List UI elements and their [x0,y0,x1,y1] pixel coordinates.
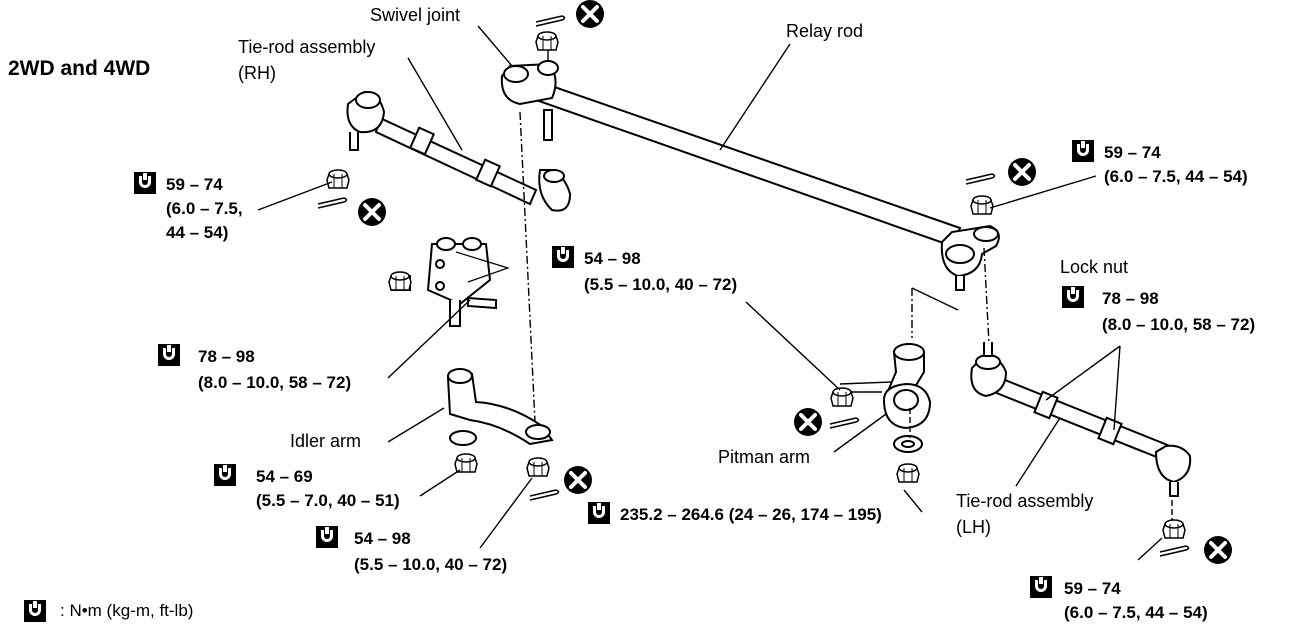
cotter-pin-icon [829,417,860,429]
label-tie-rod-rh: Tie-rod assembly [238,37,376,57]
nut-icon [830,387,854,407]
label-pitman-arm: Pitman arm [718,447,811,467]
torque-center-values: (5.5 – 10.0, 40 – 72) [584,275,738,294]
torque-pitman: 235.2 – 264.6 (24 – 26, 174 – 195) [620,505,882,524]
label-tie-rod-lh-side: (LH) [956,517,991,537]
do-not-reuse-icon [356,196,388,228]
legend-units: : N•m (kg-m, ft-lb) [60,601,194,620]
label-tie-rod-lh: Tie-rod assembly [956,491,1094,511]
torque-idler-lower-values: (5.5 – 10.0, 40 – 72) [354,555,508,574]
tie-rod-rh [346,90,538,206]
nut-icon [896,463,920,483]
torque-wrench-icon [588,502,610,524]
torque-lh-outer-values: (6.0 – 7.5, 44 – 54) [1064,603,1208,622]
cotter-pin-icon [317,197,348,209]
torque-wrench-icon [552,246,574,268]
idler-arm [446,368,554,446]
nut-icon [388,271,412,291]
torque-wrench-icon [134,172,156,194]
torque-wrench-icon [214,464,236,486]
swivel-joint [500,60,572,212]
torque-idler-lower-nm: 54 – 98 [354,529,411,548]
torque-rh-outer-ftlb: 44 – 54) [166,223,229,242]
nut-icon [526,457,550,477]
leader-lines [257,25,1163,561]
relay-rod-end-lh [940,224,1000,291]
do-not-reuse-icon [574,0,606,30]
do-not-reuse-icon [1202,534,1234,566]
torque-center-nm: 54 – 98 [584,249,641,268]
label-lock-nut: Lock nut [1060,257,1129,277]
torque-lock-nut-nm: 78 – 98 [1102,289,1159,308]
diagram-heading: 2WD and 4WD [8,57,151,80]
torque-wrench-icon [1030,576,1052,598]
torque-idler-nut-values: (5.5 – 7.0, 40 – 51) [256,491,400,510]
torque-idler-nut-nm: 54 – 69 [256,467,313,486]
do-not-reuse-icon [792,406,824,438]
nut-icon [454,453,478,473]
torque-wrench-icon [24,600,46,622]
torque-rh-outer-kgm: (6.0 – 7.5, [166,199,243,218]
torque-rh-outer-nm: 59 – 74 [166,175,223,194]
label-idler-arm: Idler arm [290,431,362,451]
cotter-pin-icon [529,489,560,501]
torque-relay-lh-nm: 59 – 74 [1104,143,1161,162]
torque-wrench-icon [158,344,180,366]
do-not-reuse-icon [562,464,594,496]
nut-icon [1162,519,1186,539]
do-not-reuse-icon [1006,156,1038,188]
cotter-pin-icon [965,173,996,185]
torque-wrench-icon [1062,286,1084,308]
nut-icon [535,31,559,51]
torque-relay-lh-values: (6.0 – 7.5, 44 – 54) [1104,167,1248,186]
label-tie-rod-rh-side: (RH) [238,63,276,83]
pitman-arm [882,343,932,453]
nut-icon [326,169,350,189]
torque-bracket-values: (8.0 – 10.0, 58 – 72) [198,373,352,392]
cotter-pin-icon [1159,545,1190,557]
label-relay-rod: Relay rod [786,21,864,41]
torque-lock-nut-values: (8.0 – 10.0, 58 – 72) [1102,315,1256,334]
label-swivel-joint: Swivel joint [370,5,461,25]
tie-rod-lh [970,342,1192,497]
torque-wrench-icon [316,526,338,548]
nut-icon [970,195,994,215]
torque-bracket-nm: 78 – 98 [198,347,255,366]
torque-wrench-icon [1072,140,1094,162]
torque-lh-outer-nm: 59 – 74 [1064,579,1121,598]
cotter-pin-icon [535,15,566,27]
